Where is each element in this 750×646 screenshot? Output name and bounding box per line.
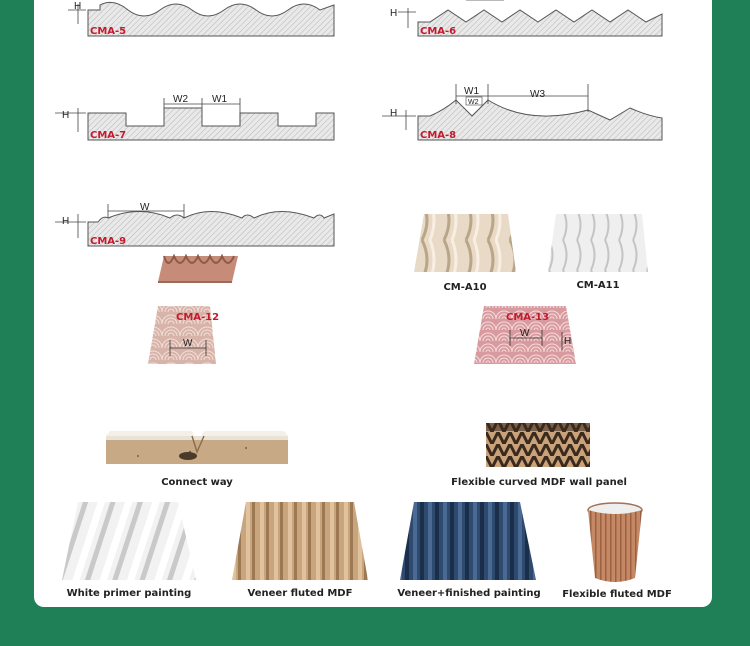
a11-caption: CM-A11 [576, 280, 619, 291]
panel-a11: CM-A11 [548, 214, 648, 291]
profile-cma6: H CMA-6 [390, 0, 663, 37]
veneer-finished-image: Veneer+finished painting [397, 502, 541, 599]
cma8-w3-label: W3 [530, 89, 545, 100]
cma8-w1-label: W1 [464, 86, 479, 97]
cma13-h-label: H [564, 336, 571, 347]
flexible-fluted-image: Flexible fluted MDF [562, 502, 672, 600]
veneer-caption: Veneer fluted MDF [248, 588, 353, 599]
cma8-w2-label: W2 [468, 99, 479, 106]
cma5-h-label: H [74, 1, 81, 12]
connect-caption: Connect way [161, 477, 233, 488]
connect-way-image: Connect way [106, 431, 288, 488]
profile-cma8: H W1 W2 W3 CMA-8 [382, 84, 663, 141]
panel-a10: CM-A10 [414, 214, 516, 293]
cma6-code: CMA-6 [420, 26, 456, 37]
profile-cma5: H CMA-5 [68, 1, 335, 37]
cma12-code: CMA-12 [176, 312, 219, 323]
cma7-code: CMA-7 [90, 130, 126, 141]
pink-wave-sample-image [158, 253, 238, 283]
veneer-finished-caption: Veneer+finished painting [397, 588, 540, 599]
cma9-code: CMA-9 [90, 236, 126, 247]
flexible-panel-image: Flexible curved MDF wall panel [451, 423, 627, 488]
cma7-w2-label: W2 [173, 94, 188, 105]
white-primer-image: White primer painting [62, 502, 196, 599]
profile-cma7: H W2 W1 CMA-7 [55, 94, 335, 141]
profile-cma9: H W CMA-9 [55, 202, 335, 247]
flexible-panel-caption: Flexible curved MDF wall panel [451, 477, 627, 488]
cma8-code: CMA-8 [420, 130, 456, 141]
cma9-h-label: H [62, 216, 69, 227]
cma12-w-label: W [183, 338, 193, 349]
panel-cma13: CMA-13 W H [474, 306, 576, 364]
a10-caption: CM-A10 [443, 282, 486, 293]
cma13-w-label: W [520, 328, 530, 339]
cma7-h-label: H [62, 110, 69, 121]
flexible-fluted-caption: Flexible fluted MDF [562, 589, 672, 600]
veneer-fluted-image: Veneer fluted MDF [232, 502, 368, 599]
panel-cma12: CMA-12 W [148, 306, 219, 364]
cma5-code: CMA-5 [90, 26, 126, 37]
cma13-code: CMA-13 [506, 312, 549, 323]
cma7-w1-label: W1 [212, 94, 227, 105]
cma6-h-label: H [390, 8, 397, 19]
white-caption: White primer painting [67, 588, 192, 599]
cma8-h-label: H [390, 108, 397, 119]
cma9-w-label: W [140, 202, 150, 213]
